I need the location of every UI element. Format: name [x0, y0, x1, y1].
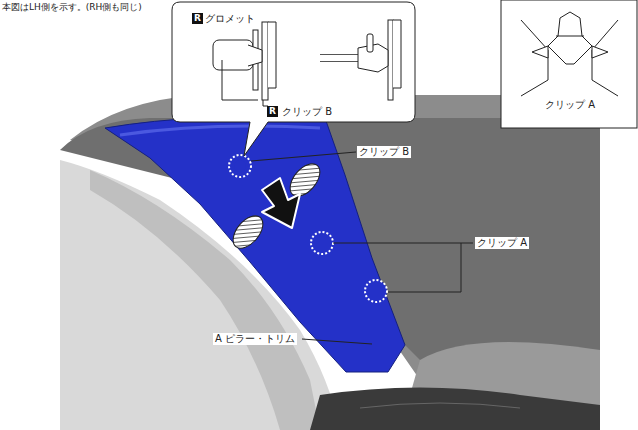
- part-name: クリップ B: [282, 106, 332, 118]
- r-badge: R: [267, 106, 278, 117]
- r-mark: R: [269, 106, 276, 116]
- part-name: クリップ B: [357, 146, 411, 158]
- r-mark: R: [194, 13, 201, 23]
- part-name: クリップ A: [545, 99, 595, 111]
- callout-bubble: グロメットクリップ B R R: [172, 2, 415, 122]
- inset-box: クリップ A: [501, 0, 637, 128]
- r-badge: R: [192, 13, 203, 24]
- note-text: 本図はLH側を示す。(RH側も同じ): [2, 1, 142, 13]
- part-name: グロメット: [205, 13, 255, 25]
- part-name: A ピラー・トリム: [213, 333, 297, 345]
- part-name: クリップ A: [475, 237, 529, 249]
